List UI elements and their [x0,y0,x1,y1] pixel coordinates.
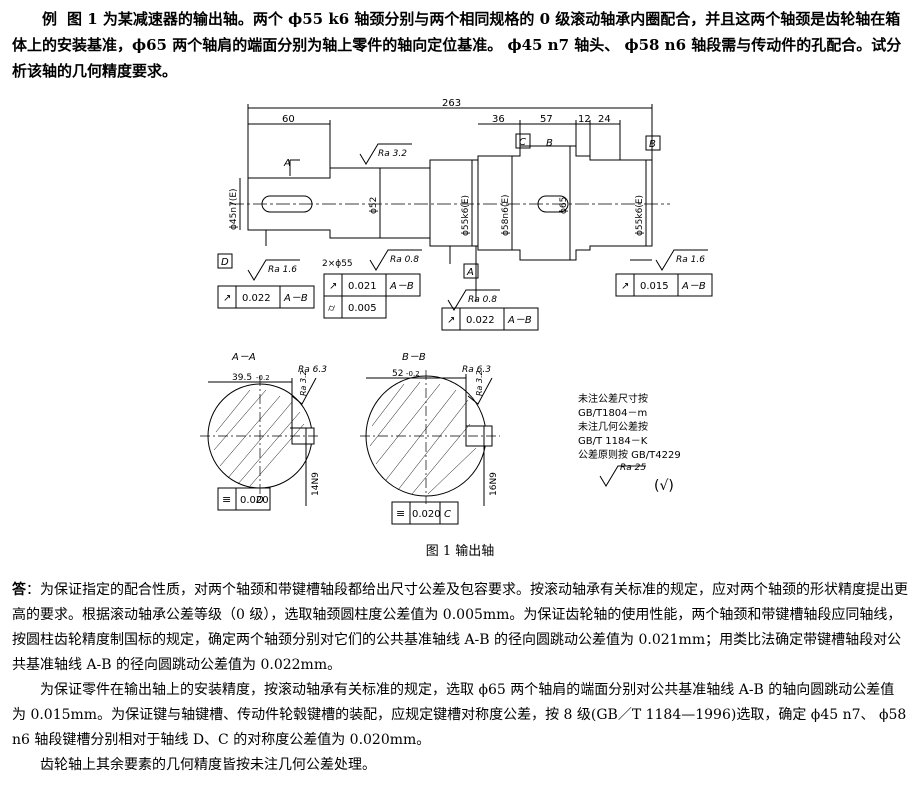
section-aa-tol: -0.2 [256,374,270,382]
keyway-14n9: 14N9 [311,472,321,496]
ra-1-6a: Ra 1.6 [268,265,297,275]
dim-60: 60 [282,114,295,125]
note-line-1: 未注公差尺寸按 [578,392,648,405]
dim-24: 24 [598,114,611,125]
frame6-value: 0.020 [240,495,269,506]
frame5-value: 0.015 [640,281,669,292]
ra-0-8b: Ra 0.8 [468,295,497,305]
dia-52: ϕ52 [369,197,379,214]
datum-b: B [649,139,656,150]
answer-paragraph-3: 齿轮轴上其余要素的几何精度皆按未注几何公差处理。 [40,757,376,773]
section-mark-a: A [283,158,291,169]
frame2-ref: A－B [389,281,414,292]
datum-d: D [221,257,229,268]
symmetry-symbol: ≡ [222,493,231,506]
cylindricity-symbol: ⌭ [328,303,336,314]
question-paragraph: 例图 1 为某减速器的输出轴。两个 ϕ55 k6 轴颈分别与两个相同规格的 0 … [12,6,908,84]
frame1-value: 0.022 [242,293,271,304]
frame6-ref: D [256,495,264,506]
frame4-value: 0.022 [466,315,495,326]
dim-36: 36 [492,114,505,125]
runout-symbol: ↗ [621,281,629,292]
section-bb-label: B－B [402,352,426,363]
frame2-value: 0.021 [348,281,377,292]
tol-note: 2×ϕ55 [322,259,353,269]
dim-12: 12 [578,114,591,125]
runout-symbol: ↗ [223,293,231,304]
shaft-drawing: 263 60 36 57 12 24 ϕ45n7(E) ϕ52 ϕ55k6(E)… [180,96,740,536]
ra-3-2-bb: Ra 3.2 [475,370,484,396]
ra-25: Ra 25 [620,463,646,473]
answer-lead: 答 [12,582,26,598]
dim-263: 263 [442,98,461,109]
answer-paragraph-1: ：为保证指定的配合性质，对两个轴颈和带键槽轴段都给出尺寸公差及包容要求。按滚动轴… [12,582,908,673]
shaft-drawing-svg: 263 60 36 57 12 24 ϕ45n7(E) ϕ52 ϕ55k6(E)… [200,98,713,525]
answer-paragraph-2: 为保证零件在输出轴上的安装精度，按滚动轴承有关标准的规定，选取 ϕ65 两个轴肩… [12,682,907,748]
ra-6-3b: Ra 6.3 [462,365,491,375]
ra-3-2-aa: Ra 3.2 [299,370,308,396]
frame3-value: 0.005 [348,303,377,314]
runout-symbol: ↗ [447,315,455,326]
ra-1-6b: Ra 1.6 [676,255,705,265]
dia-65: ϕ65 [559,197,569,214]
dia-58: ϕ58n6(E) [501,194,511,236]
keyway-16n9: 16N9 [489,472,499,496]
frame4-ref: A－B [507,315,532,326]
ra-3-2: Ra 3.2 [378,149,407,159]
section-mark-b: B [546,138,553,149]
section-bb-width: 52 [392,369,403,379]
section-aa-width: 39.5 [232,373,252,383]
datum-a: A [466,267,474,278]
ra-6-3a: Ra 6.3 [298,365,327,375]
frame7-value: 0.020 [412,509,441,520]
note-line-5: 公差原则按 GB/T4229 [578,448,681,461]
section-aa-label: A－A [231,352,256,363]
frame7-ref: C [444,509,451,520]
question-text: 图 1 为某减速器的输出轴。两个 ϕ55 k6 轴颈分别与两个相同规格的 0 级… [12,10,902,80]
datum-c: C [519,137,526,148]
symmetry-symbol: ≡ [396,507,405,520]
runout-symbol: ↗ [329,281,337,292]
ra-0-8a: Ra 0.8 [390,255,419,265]
note-line-4: GB/T 1184－K [578,436,648,447]
dia-55a: ϕ55k6(E) [461,195,471,236]
check-mark: (√) [654,478,674,494]
figure-caption: 图 1 输出轴 [425,544,495,559]
answer-block: 答：为保证指定的配合性质，对两个轴颈和带键槽轴段都给出尺寸公差及包容要求。按滚动… [12,578,908,778]
example-label: 例 [42,10,58,28]
frame1-ref: A－B [283,293,308,304]
dia-55b: ϕ55k6(E) [635,195,645,236]
dim-57: 57 [540,114,553,125]
note-line-3: 未注几何公差按 [578,420,648,433]
note-line-2: GB/T1804－m [578,408,647,419]
frame5-ref: A－B [681,281,706,292]
dia-45: ϕ45n7(E) [229,188,239,230]
section-bb-tol: -0.2 [406,370,420,378]
